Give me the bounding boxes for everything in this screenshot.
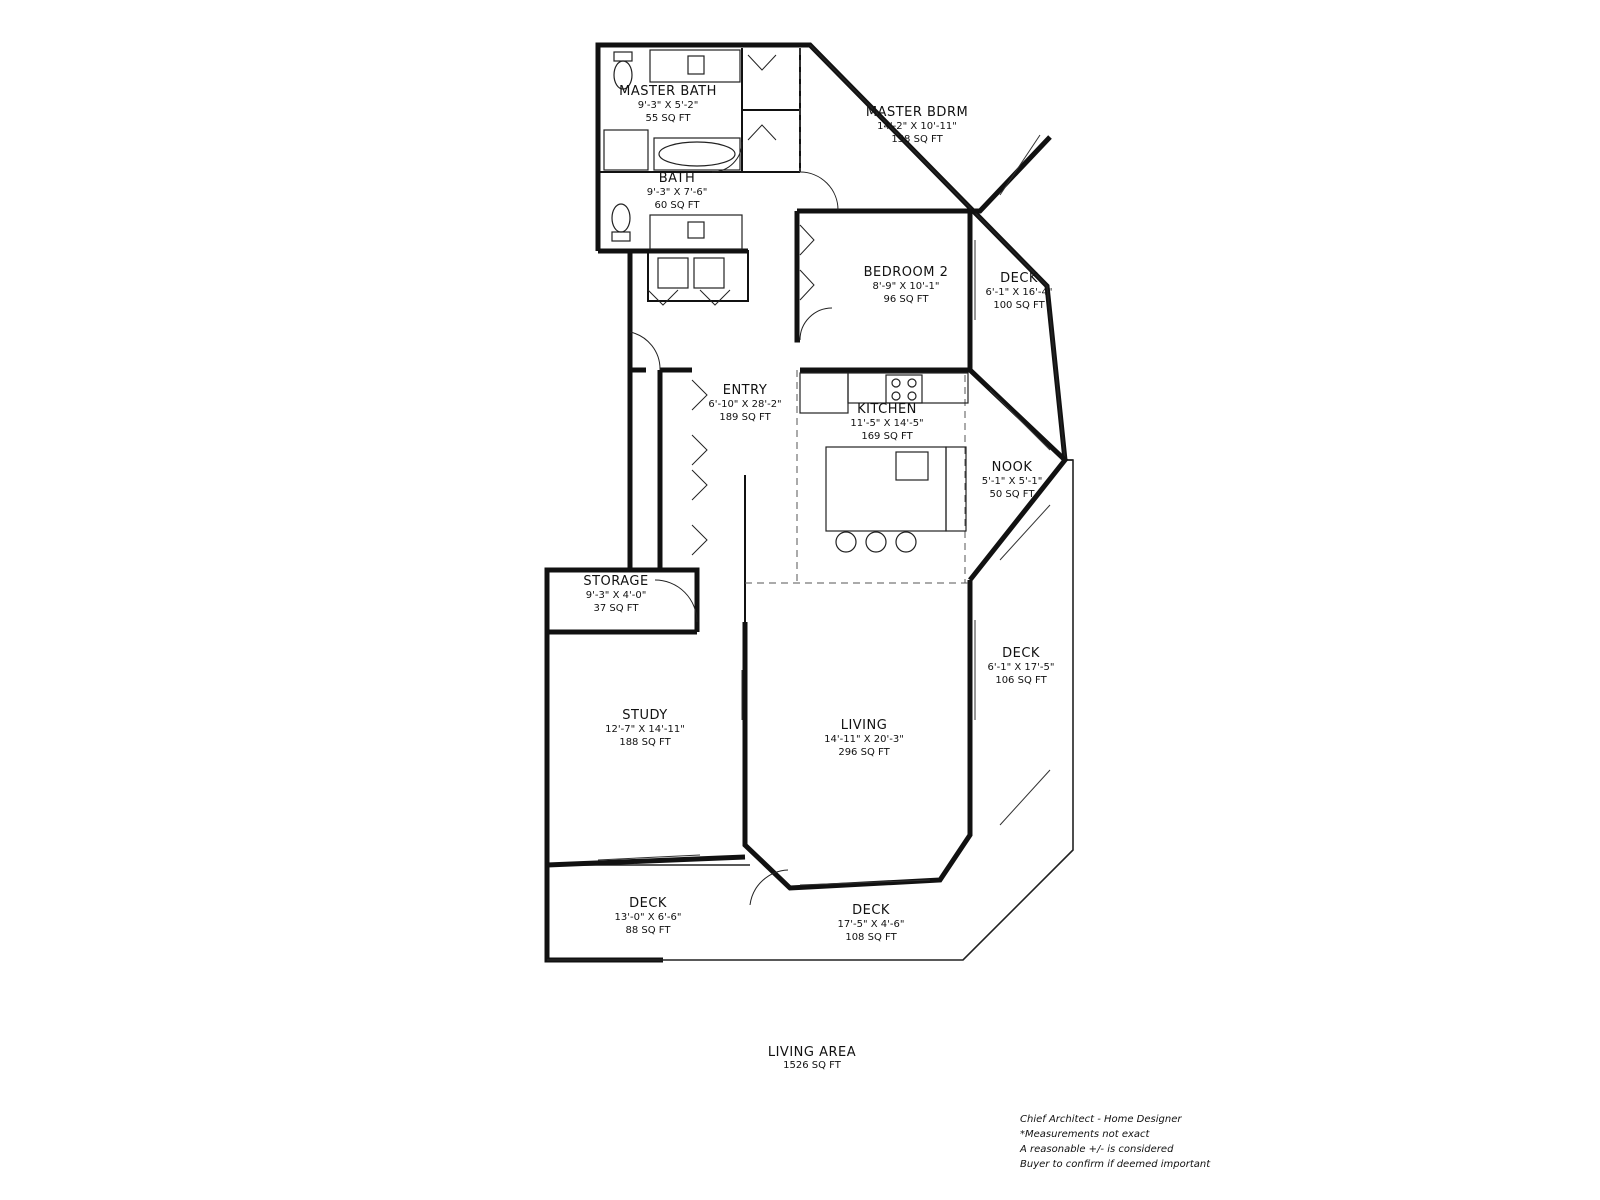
room-name: MASTER BATH	[619, 84, 717, 99]
room-area: 100 SQ FT	[993, 300, 1045, 311]
room-area: 169 SQ FT	[861, 431, 913, 442]
exterior-walls	[544, 42, 1068, 963]
room-label-deck-bottom: DECK 17'-5" X 4'-6" 108 SQ FT	[838, 903, 905, 943]
room-area: 189 SQ FT	[719, 412, 771, 423]
room-name: DECK	[852, 903, 890, 918]
note-line: A reasonable +/- is considered	[1020, 1144, 1174, 1155]
room-name: DECK	[1002, 646, 1040, 661]
room-name: NOOK	[992, 460, 1033, 475]
room-dims: 14'-2" X 10'-11"	[877, 121, 957, 132]
note-line: Buyer to confirm if deemed important	[1020, 1159, 1211, 1170]
living-area-title: LIVING AREA	[767, 1045, 857, 1060]
room-area: 96 SQ FT	[884, 294, 930, 305]
room-name: MASTER BDRM	[866, 105, 968, 120]
note-line: *Measurements not exact	[1020, 1129, 1150, 1140]
room-dims: 17'-5" X 4'-6"	[838, 919, 905, 930]
room-label-entry: ENTRY 6'-10" X 28'-2" 189 SQ FT	[708, 383, 781, 423]
doors	[629, 54, 839, 906]
room-dims: 13'-0" X 6'-6"	[615, 912, 682, 923]
room-dims: 8'-9" X 10'-1"	[873, 281, 940, 292]
room-area: 60 SQ FT	[655, 200, 701, 211]
room-area: 88 SQ FT	[626, 925, 672, 936]
room-area: 55 SQ FT	[646, 113, 692, 124]
fixtures	[603, 49, 969, 553]
room-dims: 9'-3" X 4'-0"	[586, 590, 647, 601]
room-area: 296 SQ FT	[838, 747, 890, 758]
note-line: Chief Architect - Home Designer	[1020, 1114, 1182, 1125]
room-dims: 6'-1" X 16'-4"	[986, 287, 1053, 298]
room-dims: 6'-10" X 28'-2"	[708, 399, 781, 410]
deck-outlines	[547, 44, 1074, 961]
room-name: ENTRY	[723, 383, 768, 398]
interior-walls	[546, 48, 1069, 891]
room-label-deck-bottom-left: DECK 13'-0" X 6'-6" 88 SQ FT	[615, 896, 682, 936]
room-label-nook: NOOK 5'-1" X 5'-1" 50 SQ FT	[982, 460, 1043, 500]
room-name: DECK	[629, 896, 667, 911]
room-label-kitchen: KITCHEN 11'-5" X 14'-5" 169 SQ FT	[850, 402, 923, 442]
room-name: STORAGE	[583, 574, 648, 589]
room-area: 106 SQ FT	[995, 675, 1047, 686]
room-area: 37 SQ FT	[594, 603, 640, 614]
room-name: BEDROOM 2	[864, 265, 949, 280]
room-name: DECK	[1000, 271, 1038, 286]
dashed-boundaries	[745, 48, 970, 584]
room-dims: 12'-7" X 14'-11"	[605, 724, 685, 735]
room-dims: 9'-3" X 5'-2"	[638, 100, 699, 111]
room-name: LIVING	[841, 718, 888, 733]
windows	[597, 134, 1051, 886]
room-label-living: LIVING 14'-11" X 20'-3" 296 SQ FT	[824, 718, 904, 758]
room-area: 158 SQ FT	[891, 134, 943, 145]
room-dims: 9'-3" X 7'-6"	[647, 187, 708, 198]
room-dims: 6'-1" X 17'-5"	[988, 662, 1055, 673]
room-label-bedroom-2: BEDROOM 2 8'-9" X 10'-1" 96 SQ FT	[864, 265, 949, 305]
room-area: 188 SQ FT	[619, 737, 671, 748]
disclaimer-notes: Chief Architect - Home Designer *Measure…	[1020, 1112, 1210, 1172]
room-label-deck-lower-right: DECK 6'-1" X 17'-5" 106 SQ FT	[988, 646, 1055, 686]
room-label-master-bdrm: MASTER BDRM 14'-2" X 10'-11" 158 SQ FT	[866, 105, 968, 145]
room-area: 108 SQ FT	[845, 932, 897, 943]
room-dims: 14'-11" X 20'-3"	[824, 734, 904, 745]
room-label-study: STUDY 12'-7" X 14'-11" 188 SQ FT	[605, 708, 685, 748]
living-area-value: 1526 SQ FT	[783, 1060, 841, 1071]
room-area: 50 SQ FT	[990, 489, 1036, 500]
room-label-master-bath: MASTER BATH 9'-3" X 5'-2" 55 SQ FT	[619, 84, 717, 124]
room-label-deck-upper-right: DECK 6'-1" X 16'-4" 100 SQ FT	[986, 271, 1053, 311]
room-dims: 5'-1" X 5'-1"	[982, 476, 1043, 487]
room-name: BATH	[659, 171, 696, 186]
room-label-bath: BATH 9'-3" X 7'-6" 60 SQ FT	[647, 171, 708, 211]
room-label-storage: STORAGE 9'-3" X 4'-0" 37 SQ FT	[583, 574, 648, 614]
room-name: STUDY	[622, 708, 667, 723]
room-name: KITCHEN	[857, 402, 917, 417]
room-dims: 11'-5" X 14'-5"	[850, 418, 923, 429]
living-area-total: LIVING AREA 1526 SQ FT	[712, 1045, 912, 1071]
